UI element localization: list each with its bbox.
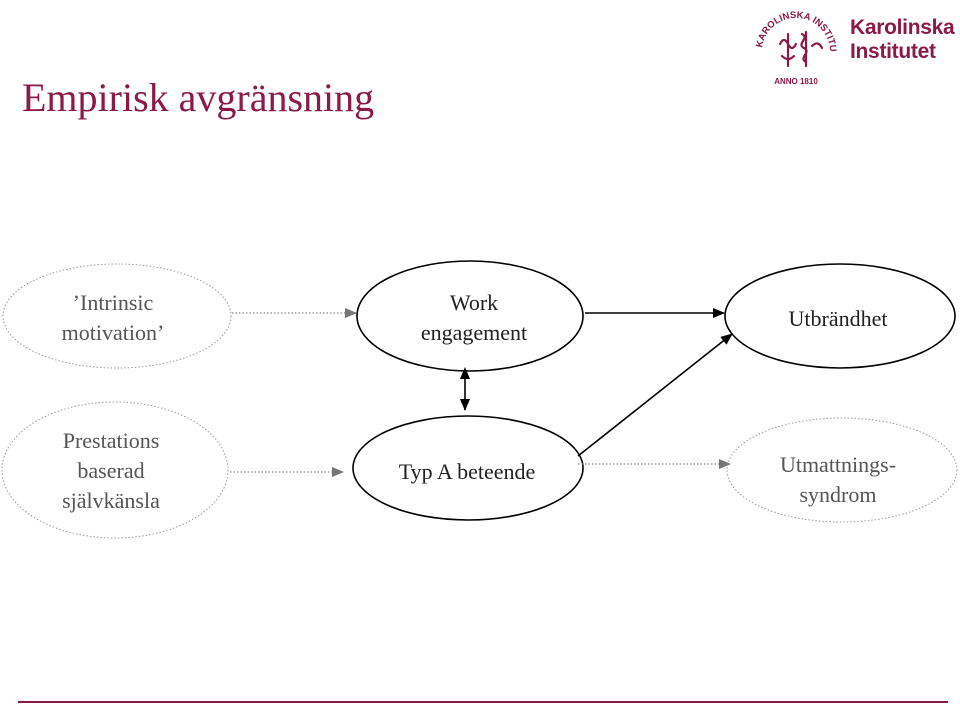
node-intrinsic-label: ’Intrinsic motivation’ xyxy=(61,290,165,345)
node-burnout-ellipse xyxy=(724,263,956,369)
node-typea-label: Typ A beteende xyxy=(398,459,536,484)
edge-typea-to-burnout xyxy=(577,333,733,457)
page-title: Empirisk avgränsning xyxy=(22,75,375,120)
node-typea-ellipse xyxy=(352,415,584,521)
node-burnout-label: Utbrändhet xyxy=(788,306,888,331)
node-intrinsic-ellipse xyxy=(2,263,232,369)
node-work-label: Work engagement xyxy=(420,290,528,345)
node-exhaustion-label: Utmattnings- syndrom xyxy=(779,452,897,507)
seal-icon: KAROLINSKA INSTITUTET ANNO 1810 xyxy=(752,4,838,86)
svg-text:ANNO 1810: ANNO 1810 xyxy=(774,77,818,86)
node-selfesteem-label: Prestations baserad självkänsla xyxy=(62,428,160,513)
node-selfesteem-ellipse xyxy=(1,401,229,539)
node-work-ellipse xyxy=(356,260,584,372)
karolinska-logo: KAROLINSKA INSTITUTET ANNO 1810 Karolins… xyxy=(752,4,955,90)
logo-line2: Institutet xyxy=(850,40,936,63)
logo-line1: Karolinska xyxy=(850,16,955,39)
node-exhaustion-ellipse xyxy=(726,417,958,523)
footer-divider xyxy=(18,701,948,703)
